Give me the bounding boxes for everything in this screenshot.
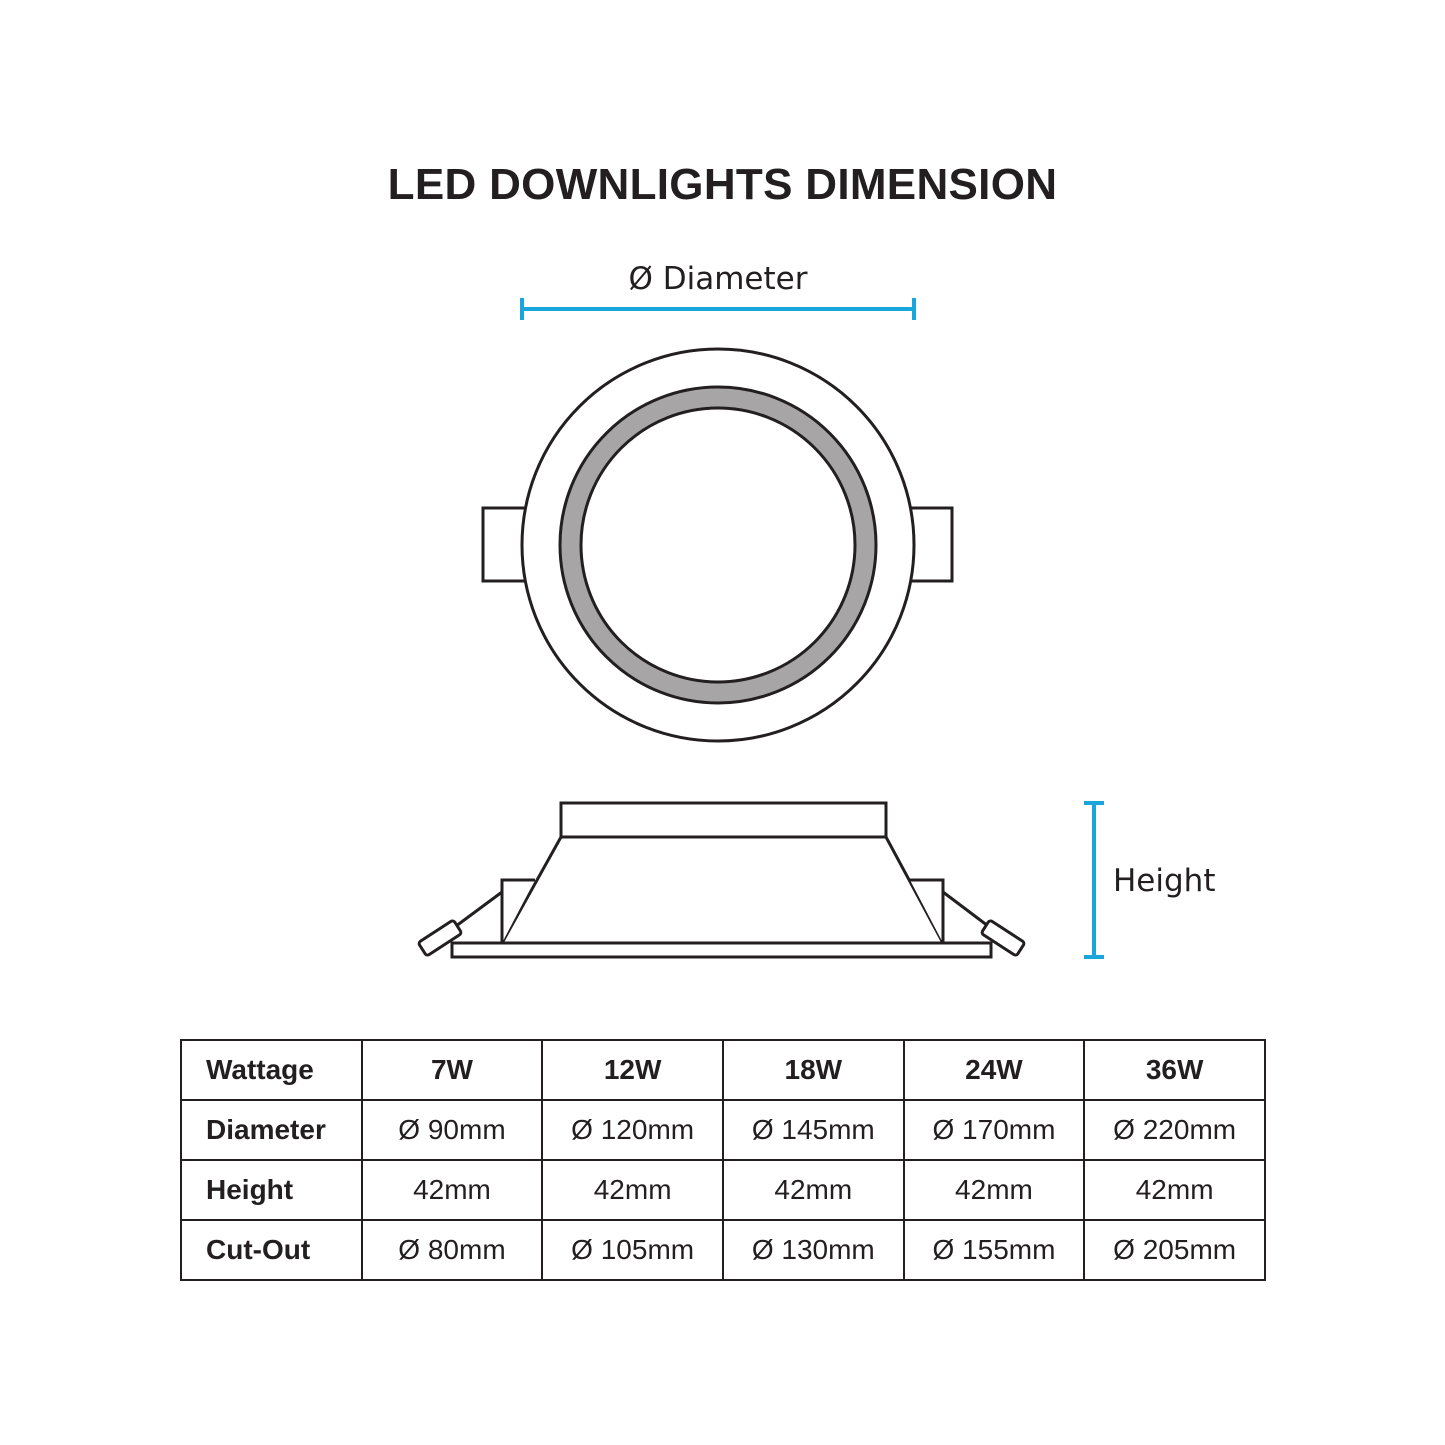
- table-cell: Ø 105mm: [541, 1219, 724, 1281]
- table-cell: 42mm: [721, 1159, 905, 1221]
- table-row: Cut-Out Ø 80mm Ø 105mm Ø 130mm Ø 155mm Ø…: [180, 1219, 1266, 1281]
- table-cell: Wattage: [180, 1039, 363, 1101]
- table-cell: 42mm: [360, 1159, 544, 1221]
- body-housing: [499, 835, 946, 945]
- table-cell: Ø 220mm: [1083, 1099, 1266, 1161]
- height-dimension-line: [1084, 801, 1104, 959]
- specifications-table: Wattage 7W 12W 18W 24W 36W Diameter Ø 90…: [180, 1039, 1266, 1281]
- table-cell: Ø 80mm: [360, 1219, 544, 1281]
- table-cell: Cut-Out: [180, 1219, 363, 1281]
- table-cell: Height: [180, 1159, 363, 1221]
- table-row: Height 42mm 42mm 42mm 42mm 42mm: [180, 1159, 1266, 1221]
- table-cell: Ø 205mm: [1083, 1219, 1266, 1281]
- diameter-label: Ø Diameter: [629, 261, 808, 297]
- page-title: LED DOWNLIGHTS DIMENSION: [387, 160, 1058, 209]
- table-cell: 18W: [721, 1039, 905, 1101]
- lens: [579, 406, 857, 684]
- right-clip-bracket: [910, 878, 945, 943]
- table-cell: 42mm: [1083, 1159, 1266, 1221]
- trim-flange: [450, 941, 993, 959]
- height-label: Height: [1113, 863, 1215, 899]
- table-cell: 7W: [360, 1039, 544, 1101]
- diameter-dimension-line: [520, 298, 916, 320]
- left-spring-tip: [417, 919, 463, 957]
- table-cell: Ø 155mm: [902, 1219, 1086, 1281]
- body-top-cap: [559, 801, 888, 839]
- downlight-top-view: [481, 347, 954, 743]
- table-header-row: Wattage 7W 12W 18W 24W 36W: [180, 1039, 1266, 1101]
- table-cell: Ø 170mm: [902, 1099, 1086, 1161]
- left-clip-bracket: [500, 878, 535, 943]
- right-spring-tip: [980, 919, 1026, 957]
- table-cell: 42mm: [902, 1159, 1086, 1221]
- table-cell: Ø 130mm: [721, 1219, 905, 1281]
- table-cell: 36W: [1083, 1039, 1266, 1101]
- downlight-diagram: Ø Diameter Height: [417, 261, 1215, 959]
- table-cell: 24W: [902, 1039, 1086, 1101]
- table-row: Diameter Ø 90mm Ø 120mm Ø 145mm Ø 170mm …: [180, 1099, 1266, 1161]
- table-cell: 12W: [541, 1039, 724, 1101]
- table-cell: Ø 120mm: [541, 1099, 724, 1161]
- table-cell: 42mm: [541, 1159, 724, 1221]
- table-cell: Diameter: [180, 1099, 363, 1161]
- table-cell: Ø 145mm: [721, 1099, 905, 1161]
- table-cell: Ø 90mm: [360, 1099, 544, 1161]
- downlight-side-view: [417, 801, 1026, 959]
